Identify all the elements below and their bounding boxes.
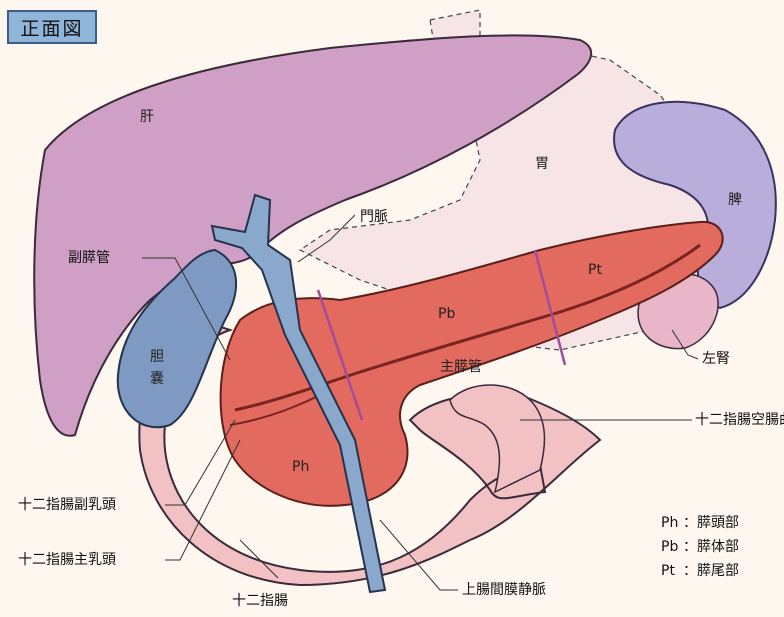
pancreatic-tail-label: Pt bbox=[588, 263, 602, 277]
legend: Ph：膵頭部 Pb：膵体部 Pt：膵尾部 bbox=[661, 511, 739, 583]
minor-papilla-label: 十二指腸副乳頭 bbox=[18, 498, 116, 512]
portal-vein-label: 門脈 bbox=[360, 210, 388, 224]
smv-label: 上腸間膜静脈 bbox=[462, 583, 546, 597]
accessory-duct-label: 副膵管 bbox=[68, 251, 110, 265]
liver-label: 肝 bbox=[140, 110, 154, 124]
view-title: 正面図 bbox=[7, 10, 97, 44]
spleen-label: 脾 bbox=[728, 193, 742, 207]
duodenum-label: 十二指腸 bbox=[232, 594, 288, 608]
pancreatic-head-label: Ph bbox=[292, 460, 309, 474]
flexure-label: 十二指腸空腸曲 bbox=[695, 413, 784, 427]
legend-item: Ph：膵頭部 bbox=[661, 511, 739, 535]
main-duct-label: 主膵管 bbox=[440, 360, 482, 374]
gallbladder-label-2: 嚢 bbox=[150, 372, 164, 386]
gallbladder-label-1: 胆 bbox=[150, 350, 164, 364]
legend-item: Pt：膵尾部 bbox=[661, 559, 739, 583]
stomach-label: 胃 bbox=[535, 157, 549, 171]
left-kidney-label: 左腎 bbox=[702, 352, 730, 366]
major-papilla-label: 十二指腸主乳頭 bbox=[18, 553, 116, 567]
legend-item: Pb：膵体部 bbox=[661, 535, 739, 559]
pancreatic-body-label: Pb bbox=[438, 307, 455, 321]
